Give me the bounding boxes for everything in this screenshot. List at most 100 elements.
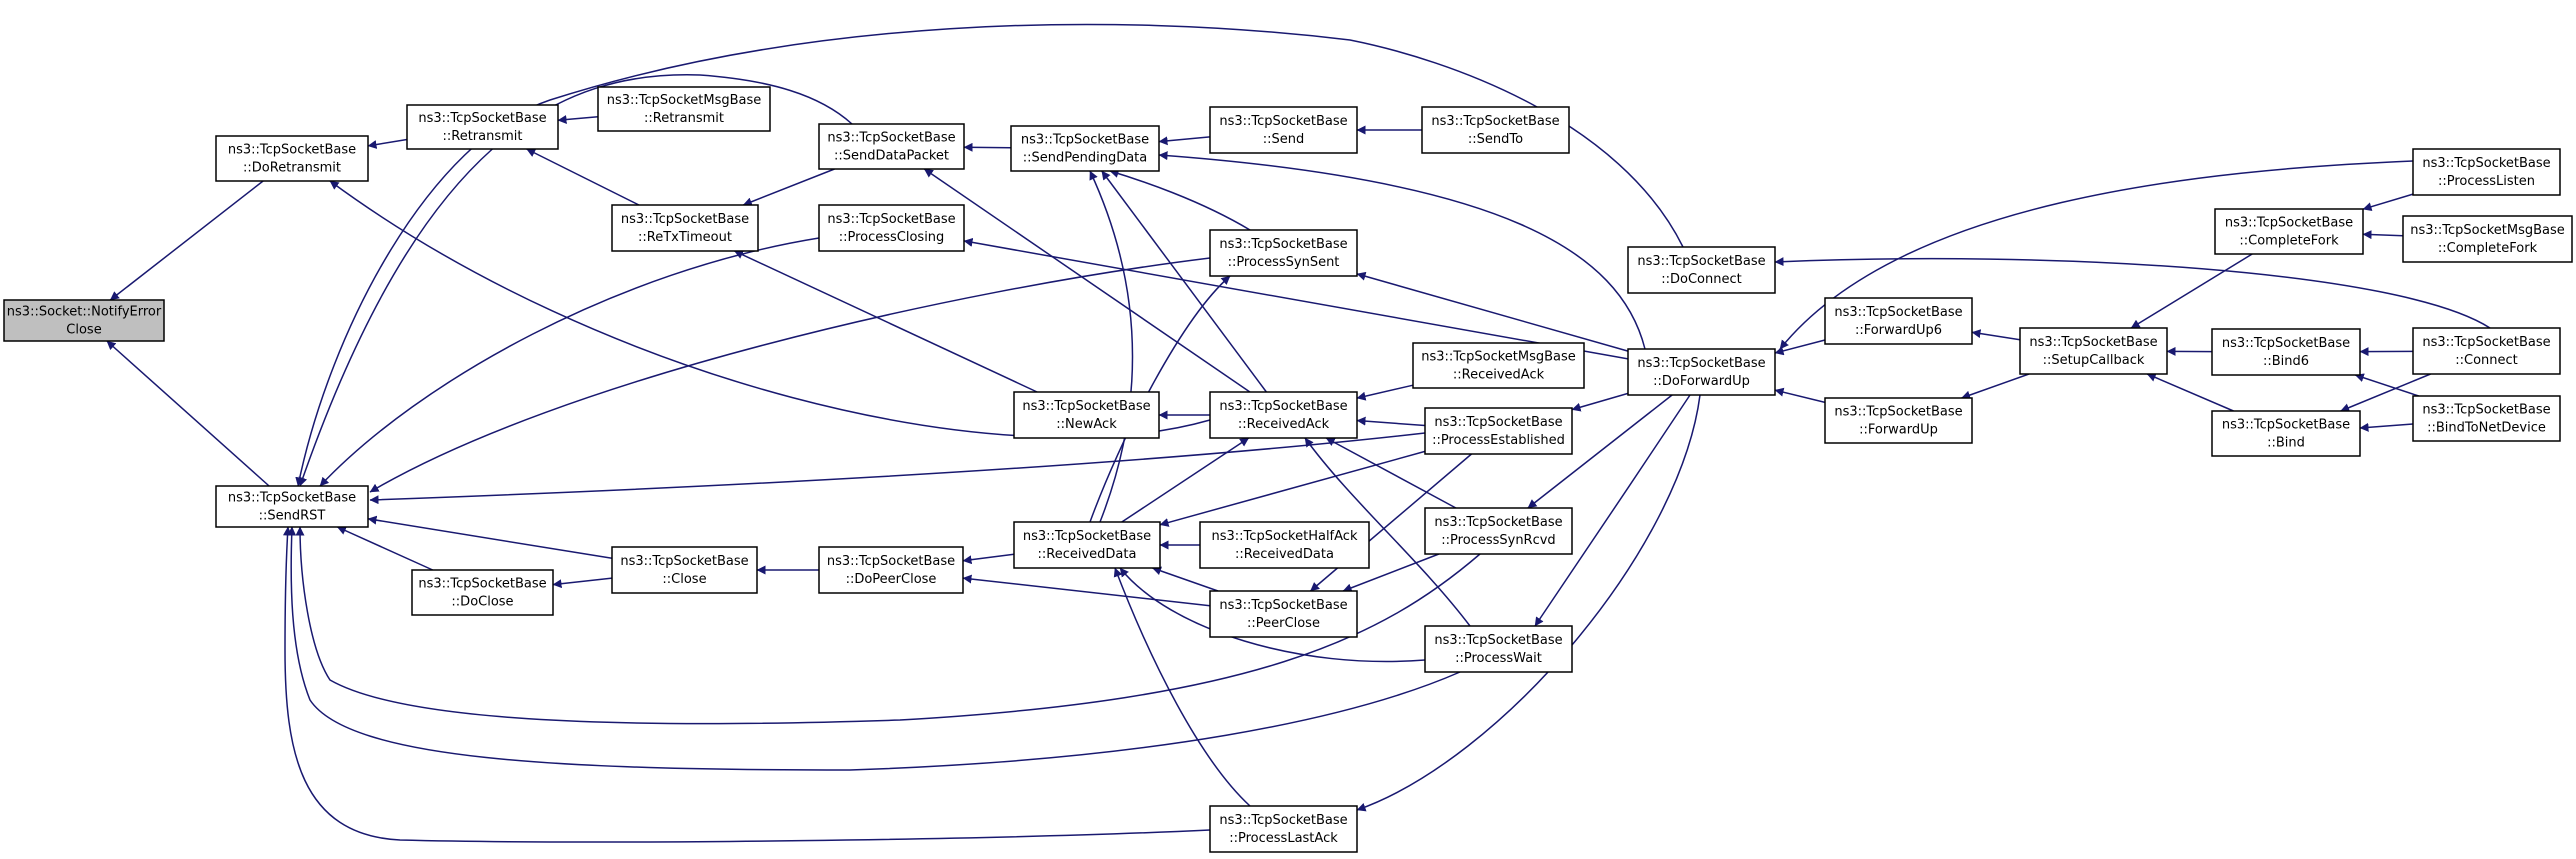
node-new-ack[interactable]: ns3::TcpSocketBase::NewAck (1013, 391, 1160, 439)
edge-process-syn-sent-to-send-rst (369, 257, 1211, 493)
node-label-line2: ::DoRetransmit (243, 161, 341, 176)
node-box (2412, 395, 2561, 442)
node-label-line1: ns3::TcpSocketBase (1434, 415, 1562, 430)
node-do-connect[interactable]: ns3::TcpSocketBase::DoConnect (1627, 246, 1776, 294)
node-label-line2: ::ReTxTimeout (638, 230, 732, 245)
node-label-line1: ns3::TcpSocketBase (418, 111, 546, 126)
node-label-line2: ::ForwardUp6 (1855, 323, 1942, 338)
node-complete-fork[interactable]: ns3::TcpSocketBase::CompleteFork (2214, 208, 2364, 255)
node-label-line1: ns3::TcpSocketBase (1637, 254, 1765, 269)
edge-setup-callback-to-forward-up6 (1971, 329, 2021, 341)
node-do-retransmit[interactable]: ns3::TcpSocketBase::DoRetransmit (215, 135, 369, 182)
edge-do-connect-to-send-rst (295, 23, 1684, 487)
node-label-line2: ::ReceivedAck (1453, 368, 1545, 383)
node-send-to[interactable]: ns3::TcpSocketBase::SendTo (1421, 106, 1570, 154)
node-label-line1: ns3::TcpSocketBase (1431, 114, 1559, 129)
nodes-layer: ns3::Socket::NotifyErrorClosens3::TcpSoc… (3, 86, 2573, 853)
node-send-data-packet[interactable]: ns3::TcpSocketBase::SendDataPacket (818, 123, 965, 170)
edge-received-data-to-received-ack (1121, 437, 1250, 523)
node-label-line1: ns3::TcpSocketBase (827, 131, 955, 146)
node-close[interactable]: ns3::TcpSocketBase::Close (611, 546, 758, 594)
node-do-forward-up[interactable]: ns3::TcpSocketBase::DoForwardUp (1627, 348, 1776, 396)
node-do-close[interactable]: ns3::TcpSocketBase::DoClose (411, 569, 554, 616)
node-retransmit[interactable]: ns3::TcpSocketBase::Retransmit (406, 104, 559, 150)
node-label-line2: ::ProcessWait (1455, 651, 1542, 666)
edge-process-syn-rcvd-to-send-rst (295, 526, 1481, 725)
node-received-ack[interactable]: ns3::TcpSocketBase::ReceivedAck (1209, 391, 1358, 439)
edge-process-listen-to-complete-fork (2362, 193, 2414, 212)
node-box (2412, 327, 2561, 375)
node-label-line2: ::Connect (2455, 353, 2518, 368)
node-label-line2: ::ReceivedData (1038, 547, 1137, 562)
node-process-listen[interactable]: ns3::TcpSocketBase::ProcessListen (2412, 148, 2561, 196)
node-forward-up6[interactable]: ns3::TcpSocketBase::ForwardUp6 (1824, 297, 1973, 345)
node-label-line1: ns3::TcpSocketBase (1219, 598, 1347, 613)
node-send-rst[interactable]: ns3::TcpSocketBase::SendRST (215, 485, 369, 528)
node-bind6[interactable]: ns3::TcpSocketBase::Bind6 (2211, 328, 2361, 376)
node-bind[interactable]: ns3::TcpSocketBase::Bind (2211, 410, 2361, 457)
edge-process-syn-rcvd-to-peer-close (1342, 553, 1440, 593)
node-label-line1: ns3::TcpSocketBase (228, 143, 356, 158)
edge-msg-complete-fork-to-complete-fork (2362, 230, 2404, 240)
node-process-closing[interactable]: ns3::TcpSocketBase::ProcessClosing (818, 204, 965, 252)
node-msg-complete-fork[interactable]: ns3::TcpSocketMsgBase::CompleteFork (2402, 215, 2573, 263)
node-box (1010, 125, 1160, 172)
node-send-pending-data[interactable]: ns3::TcpSocketBase::SendPendingData (1010, 125, 1160, 172)
node-half-received-data[interactable]: ns3::TcpSocketHalfAck::ReceivedData (1199, 521, 1370, 569)
node-label-line2: ::ProcessListen (2438, 174, 2535, 189)
node-forward-up[interactable]: ns3::TcpSocketBase::ForwardUp (1824, 397, 1973, 444)
edge-send-data-packet-to-retx-timeout (742, 168, 835, 207)
node-process-last-ack[interactable]: ns3::TcpSocketBase::ProcessLastAck (1209, 805, 1358, 853)
edge-do-close-to-send-rst (336, 526, 434, 571)
node-label-line1: ns3::TcpSocketBase (1219, 399, 1347, 414)
edge-do-forward-up-to-process-syn-rcvd (1527, 394, 1673, 509)
edge-connect-to-bind (2340, 373, 2431, 412)
node-label-line1: ns3::TcpSocketBase (2029, 335, 2157, 350)
edge-received-ack-to-send-pending-data (1101, 170, 1268, 393)
node-box (818, 546, 964, 594)
node-label-line2: ::SendRST (259, 509, 326, 524)
edge-process-syn-rcvd-to-received-ack (1325, 437, 1457, 509)
edge-close-to-do-close (552, 577, 613, 589)
node-box (1199, 521, 1370, 569)
edge-process-wait-to-send-rst (287, 526, 1461, 771)
node-box (3, 299, 165, 342)
edge-process-established-to-received-ack (1356, 416, 1426, 427)
node-label-line2: ::PeerClose (1247, 616, 1320, 631)
node-peer-close[interactable]: ns3::TcpSocketBase::PeerClose (1209, 590, 1358, 638)
edge-do-retransmit-to-notify-error-close (109, 180, 264, 301)
node-box (1627, 246, 1776, 294)
edge-do-forward-up-to-process-wait (1534, 394, 1691, 627)
edge-forward-up6-to-do-forward-up (1774, 339, 1826, 356)
node-process-established[interactable]: ns3::TcpSocketBase::ProcessEstablished (1424, 407, 1573, 455)
edge-do-forward-up-to-process-closing (963, 237, 1629, 360)
node-label-line1: ns3::TcpSocketBase (1834, 305, 1962, 320)
edge-setup-callback-to-forward-up (1961, 373, 2030, 400)
node-label-line1: ns3::TcpSocketBase (620, 554, 748, 569)
node-box (2019, 327, 2168, 375)
node-bind-to-net-device[interactable]: ns3::TcpSocketBase::BindToNetDevice (2412, 395, 2561, 442)
node-msg-retransmit[interactable]: ns3::TcpSocketMsgBase::Retransmit (597, 86, 771, 132)
node-label-line2: ::Retransmit (443, 129, 523, 144)
node-do-peer-close[interactable]: ns3::TcpSocketBase::DoPeerClose (818, 546, 964, 594)
node-msg-received-ack[interactable]: ns3::TcpSocketMsgBase::ReceivedAck (1412, 342, 1585, 389)
edge-msg-retransmit-to-retransmit (557, 115, 599, 125)
node-process-wait[interactable]: ns3::TcpSocketBase::ProcessWait (1424, 625, 1573, 673)
node-process-syn-rcvd[interactable]: ns3::TcpSocketBase::ProcessSynRcvd (1424, 507, 1573, 555)
edge-process-closing-to-send-rst (319, 237, 820, 487)
node-process-syn-sent[interactable]: ns3::TcpSocketBase::ProcessSynSent (1209, 229, 1358, 277)
node-label-line1: ns3::TcpSocketBase (2422, 335, 2550, 350)
edge-retx-timeout-to-retransmit (526, 148, 640, 206)
edge-received-data-to-process-syn-sent (1089, 275, 1231, 523)
node-label-line1: ns3::TcpSocketBase (2422, 156, 2550, 171)
node-label-line1: ns3::TcpSocketBase (1219, 237, 1347, 252)
node-connect[interactable]: ns3::TcpSocketBase::Connect (2412, 327, 2561, 375)
node-label-line1: ns3::TcpSocketBase (1434, 515, 1562, 530)
node-send[interactable]: ns3::TcpSocketBase::Send (1209, 106, 1358, 154)
node-box (611, 204, 759, 252)
node-received-data[interactable]: ns3::TcpSocketBase::ReceivedData (1013, 521, 1161, 569)
node-label-line1: ns3::TcpSocketBase (1834, 405, 1962, 420)
node-retx-timeout[interactable]: ns3::TcpSocketBase::ReTxTimeout (611, 204, 759, 252)
node-setup-callback[interactable]: ns3::TcpSocketBase::SetupCallback (2019, 327, 2168, 375)
